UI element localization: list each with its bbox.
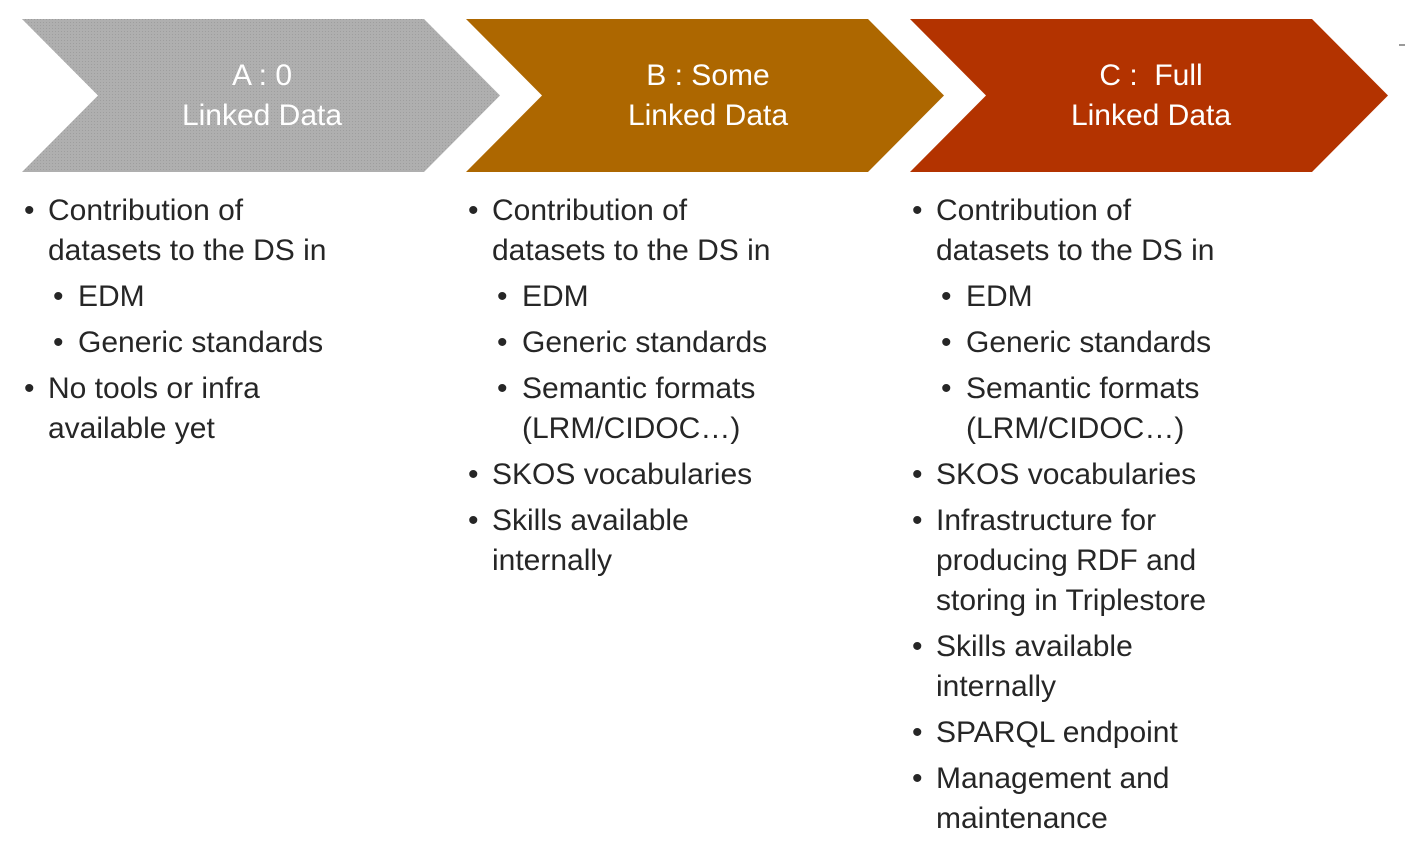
bullet-dot-icon: • [912,630,923,663]
sub-bullet-text: EDM [522,280,589,313]
bullet-item: • Infrastructure for producing RDF and st… [910,501,1370,621]
stage-a-title-line2: Linked Data [181,98,343,132]
stage-c-chevron: C : Full Linked Data [910,19,1388,172]
bullet-item: • No tools or infra available yet [22,369,452,449]
bullet-item: • Contribution of datasets to the DS in [22,191,452,271]
sub-bullet-dot-icon: • [941,326,952,359]
stage-b-arrow-shape [466,19,944,172]
stage-c-bullet-list: • Contribution of datasets to the DS in • E… [910,191,1370,839]
sub-bullet-dot-icon: • [497,280,508,313]
sub-bullet-item: • EDM [22,277,452,317]
sub-bullet-text: EDM [966,280,1033,313]
sub-bullet-text: Generic standards [522,326,768,359]
bullet-dot-icon: • [912,194,923,227]
sub-bullet-text: Semantic formats (LRM/CIDOC…) [966,372,1200,445]
decorative-edge-mark [1399,44,1405,46]
bullet-text: Management and maintenance [936,762,1170,835]
stage-b-title-line2: Linked Data [627,98,789,132]
bullet-dot-icon: • [468,458,479,491]
bullet-item: • SKOS vocabularies [466,455,896,495]
bullet-item: • Contribution of datasets to the DS in [466,191,896,271]
sub-bullet-text: Semantic formats (LRM/CIDOC…) [522,372,756,445]
stage-c-title-line1: C : Full [1099,58,1203,92]
sub-bullet-item: • Semantic formats (LRM/CIDOC…) [466,369,896,449]
stage-a-chevron: A : 0 Linked Data [22,19,500,172]
stage-b-title: B : Some Linked Data [578,19,838,172]
bullet-dot-icon: • [912,762,923,795]
bullet-text: SKOS vocabularies [492,458,753,491]
bullet-item: • SPARQL endpoint [910,713,1370,753]
sub-bullet-dot-icon: • [497,372,508,405]
bullet-dot-icon: • [468,194,479,227]
stage-b-chevron: B : Some Linked Data [466,19,944,172]
stage-a-title: A : 0 Linked Data [132,19,392,172]
bullet-text: Contribution of datasets to the DS in [48,194,327,267]
sub-bullet-item: • Generic standards [910,323,1370,363]
sub-bullet-dot-icon: • [497,326,508,359]
bullet-text: SPARQL endpoint [936,716,1178,749]
stage-b-title-line1: B : Some [646,58,770,92]
stage-c-title-line2: Linked Data [1070,98,1232,132]
stage-a-arrow-shape [22,19,500,172]
bullet-item: • Skills available internally [466,501,896,581]
sub-bullet-text: EDM [78,280,145,313]
sub-bullet-item: • EDM [466,277,896,317]
bullet-text: SKOS vocabularies [936,458,1197,491]
sub-bullet-text: Generic standards [78,326,324,359]
bullet-item: • SKOS vocabularies [910,455,1370,495]
bullet-item: • Skills available internally [910,627,1370,707]
sub-bullet-text: Generic standards [966,326,1212,359]
bullet-item: • Management and maintenance [910,759,1370,839]
bullet-dot-icon: • [24,194,35,227]
stage-c-arrow-shape [910,19,1388,172]
bullet-dot-icon: • [912,458,923,491]
sub-bullet-item: • EDM [910,277,1370,317]
bullet-dot-icon: • [912,504,923,537]
bullet-text: Contribution of datasets to the DS in [492,194,771,267]
bullet-text: Contribution of datasets to the DS in [936,194,1215,267]
stage-b-bullet-list: • Contribution of datasets to the DS in • E… [466,191,896,581]
bullet-text: Infrastructure for producing RDF and sto… [936,504,1207,617]
bullet-dot-icon: • [24,372,35,405]
bullet-text: Skills available internally [492,504,689,577]
sub-bullet-dot-icon: • [941,280,952,313]
stage-a-bullet-list: • Contribution of datasets to the DS in • E… [22,191,452,449]
bullet-text: No tools or infra available yet [48,372,260,445]
sub-bullet-dot-icon: • [941,372,952,405]
bullet-dot-icon: • [468,504,479,537]
sub-bullet-item: • Semantic formats (LRM/CIDOC…) [910,369,1370,449]
sub-bullet-item: • Generic standards [22,323,452,363]
sub-bullet-dot-icon: • [53,280,64,313]
bullet-item: • Contribution of datasets to the DS in [910,191,1370,271]
sub-bullet-dot-icon: • [53,326,64,359]
stage-c-title: C : Full Linked Data [1021,19,1281,172]
bullet-text: Skills available internally [936,630,1133,703]
bullet-dot-icon: • [912,716,923,749]
sub-bullet-item: • Generic standards [466,323,896,363]
stage-a-title-line1: A : 0 [231,58,293,92]
